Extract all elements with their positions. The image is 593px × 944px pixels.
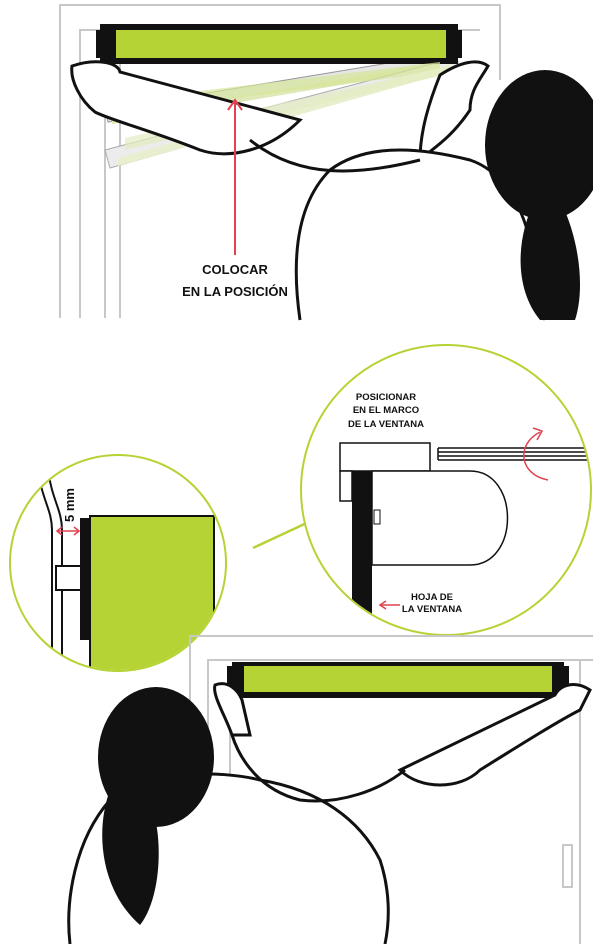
top-scene: COLOCAR EN LA POSICIÓN	[59, 4, 593, 321]
frame-label-line3: DE LA VENTANA	[348, 419, 424, 430]
bottom-scene	[67, 635, 593, 944]
roller-blind-bottom	[227, 662, 569, 698]
sash-label-line2: LA VENTANA	[402, 604, 462, 615]
frame-label-line1: POSICIONAR	[356, 392, 416, 403]
step1-label-line2: EN LA POSICIÓN	[182, 284, 288, 299]
sash-label-line1: HOJA DE	[411, 592, 453, 603]
person-hair-bottom	[98, 687, 214, 925]
detail-circle-right: POSICIONAR EN EL MARCO DE LA VENTANA HOJ…	[300, 344, 592, 636]
right-arm-bottom	[397, 683, 592, 787]
person-arm-line-top	[249, 138, 421, 173]
frame-label-line2: EN EL MARCO	[353, 405, 419, 416]
left-hand-bottom	[213, 682, 252, 737]
position-arrow	[227, 98, 243, 255]
step1-label-line1: COLOCAR	[202, 262, 268, 277]
person-arm-line-bottom	[230, 734, 406, 803]
measure-label: 5 mm	[62, 488, 77, 522]
person-hair-top	[485, 70, 593, 320]
detail-circle-left: 5 mm	[9, 454, 227, 672]
left-arm-top	[70, 60, 303, 156]
right-hand-top	[418, 60, 490, 164]
roller-blind-top	[96, 24, 462, 64]
rotate-arrow	[523, 431, 549, 481]
